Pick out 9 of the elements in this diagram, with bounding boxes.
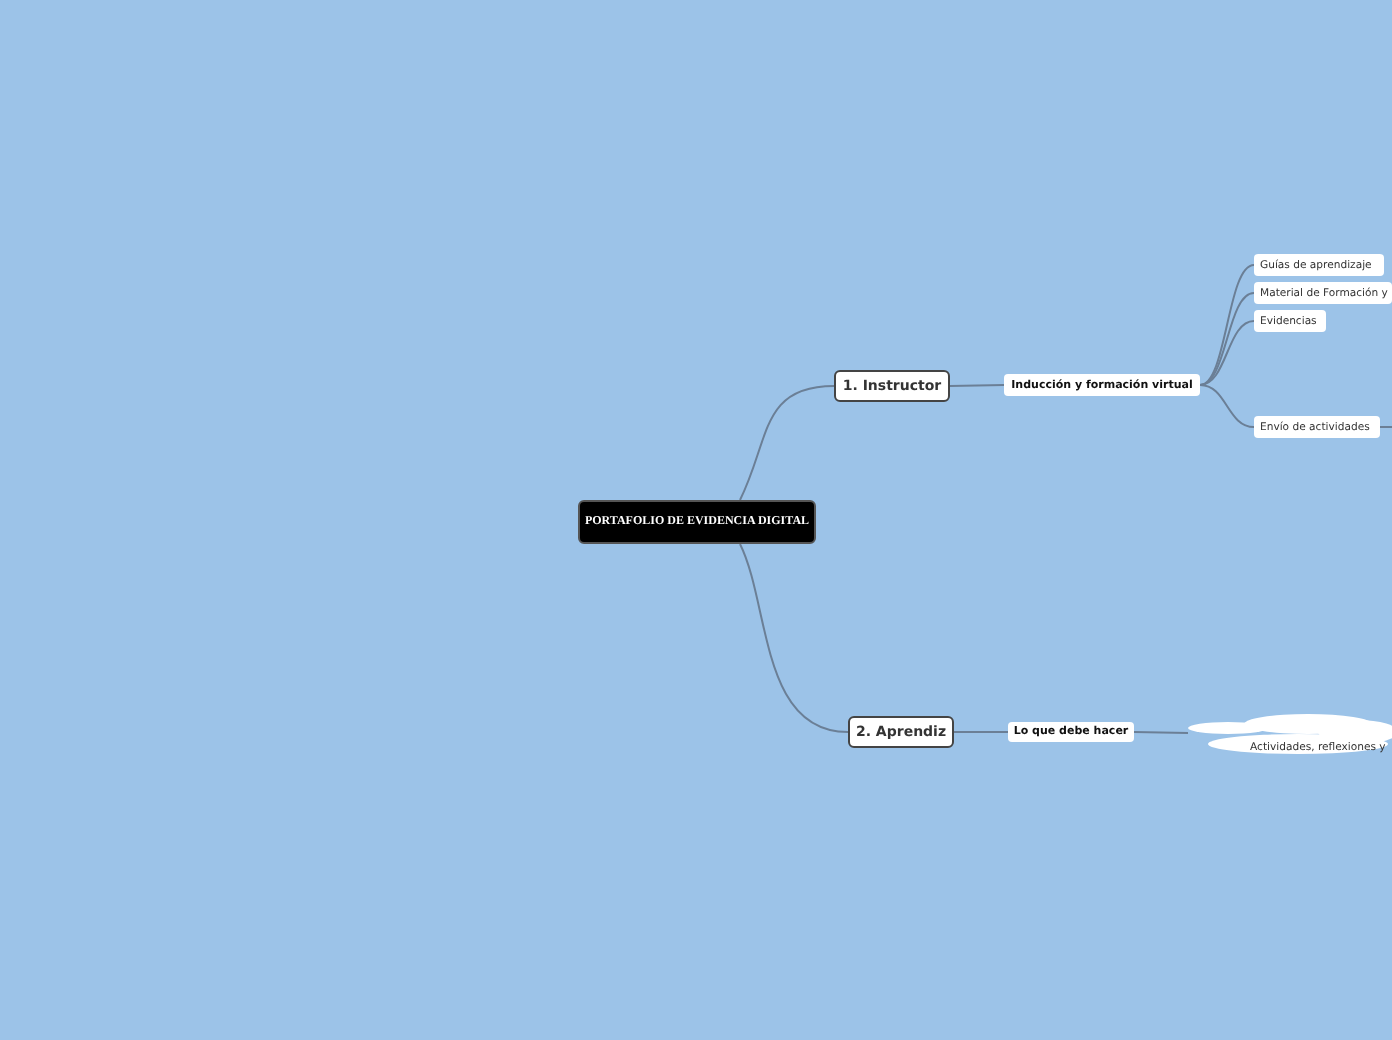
connector-line	[739, 385, 835, 501]
connector-line	[1379, 426, 1392, 428]
connector-line	[1199, 384, 1255, 428]
connector-line	[949, 384, 1005, 387]
connector-line	[953, 731, 1009, 733]
connector-line	[1133, 731, 1189, 734]
connector-line	[1199, 292, 1255, 386]
connector-line	[739, 543, 849, 733]
connector-line	[1199, 320, 1255, 386]
